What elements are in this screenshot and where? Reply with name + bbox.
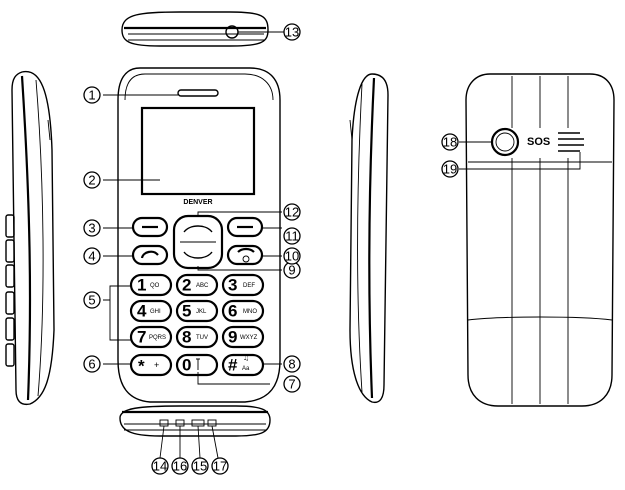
right-side-view (349, 73, 389, 404)
callout-13: 13 (283, 23, 301, 41)
svg-text:19: 19 (443, 162, 457, 177)
callout-5: 5 (83, 291, 101, 309)
svg-text:4: 4 (88, 249, 95, 264)
svg-text:WXYZ: WXYZ (240, 335, 258, 341)
svg-text:2: 2 (182, 276, 191, 295)
svg-text:*: * (138, 357, 145, 376)
front-view: DENVER 1 QO 2 ABC (103, 67, 282, 403)
key-1[interactable]: 1 QO (129, 273, 173, 297)
bottom-view (119, 405, 271, 459)
call-key[interactable] (131, 244, 169, 266)
key-7[interactable]: 7 PQRS (129, 325, 173, 349)
key-5[interactable]: 5 JKL (175, 299, 219, 323)
key-9[interactable]: 9 WXYZ (221, 325, 265, 349)
key-8[interactable]: 8 TUV (175, 325, 219, 349)
keypad: 1 QO 2 ABC 3 DEF 4 GHI 5 JKL (129, 273, 265, 377)
left-side-view (5, 70, 55, 406)
svg-text:DEF: DEF (243, 283, 255, 289)
callouts: 1 2 3 4 5 6 7 8 9 10 11 12 13 14 16 15 1… (83, 23, 459, 475)
svg-text:5: 5 (88, 293, 95, 308)
earpiece (177, 89, 219, 97)
key-2[interactable]: 2 ABC (175, 273, 219, 297)
svg-text:1: 1 (137, 276, 146, 295)
callout-3: 3 (83, 219, 101, 237)
svg-text:3: 3 (88, 221, 95, 236)
flashlight-icon (196, 358, 200, 370)
callout-4: 4 (83, 247, 101, 265)
svg-text:8: 8 (288, 357, 295, 372)
callout-17: 17 (211, 457, 229, 475)
key-0[interactable]: 0 (175, 353, 219, 377)
svg-text:9: 9 (288, 263, 295, 278)
svg-text:17: 17 (213, 459, 227, 474)
svg-text:15: 15 (193, 459, 207, 474)
callout-2: 2 (83, 171, 101, 189)
callout-10: 10 (283, 247, 301, 265)
svg-text:PQRS: PQRS (149, 335, 166, 341)
svg-text:JKL: JKL (196, 309, 207, 315)
svg-text:11: 11 (285, 229, 299, 244)
callout-12: 12 (283, 203, 301, 221)
callout-15: 15 (191, 457, 209, 475)
svg-text:8: 8 (182, 328, 191, 347)
svg-text:6: 6 (88, 357, 95, 372)
key-3[interactable]: 3 DEF (221, 273, 265, 297)
call-icon (140, 250, 159, 259)
brand-label: DENVER (183, 199, 212, 206)
key-star[interactable]: * + (129, 353, 173, 377)
svg-text:13: 13 (285, 25, 299, 40)
speaker-grille (558, 132, 584, 152)
callout-11: 11 (283, 227, 301, 245)
back-view: SOS (459, 73, 615, 407)
callout-14: 14 (151, 457, 169, 475)
svg-text:18: 18 (443, 135, 457, 150)
callout-7: 7 (283, 375, 301, 393)
music-note-icon: ♫ (243, 354, 249, 362)
svg-text:16: 16 (173, 459, 187, 474)
svg-text:9: 9 (228, 328, 237, 347)
callout-8: 8 (283, 355, 301, 373)
key-4[interactable]: 4 GHI (129, 299, 173, 323)
display-screen (140, 106, 256, 196)
svg-text:MNO: MNO (243, 309, 257, 315)
svg-text:10: 10 (285, 249, 299, 264)
callout-19: 19 (441, 160, 459, 178)
svg-text:7: 7 (137, 328, 146, 347)
callout-16: 16 (171, 457, 189, 475)
right-soft-key[interactable] (226, 216, 264, 238)
svg-text:#: # (228, 356, 238, 375)
svg-text:TUV: TUV (196, 335, 208, 341)
end-call-icon (237, 247, 255, 253)
svg-text:2: 2 (88, 173, 95, 188)
svg-text:3: 3 (228, 276, 237, 295)
sos-label: SOS (527, 136, 550, 148)
end-key[interactable] (226, 244, 264, 266)
svg-text:6: 6 (228, 302, 237, 321)
svg-text:7: 7 (288, 377, 295, 392)
key-hash[interactable]: # Aa ♫ (221, 353, 265, 377)
svg-text:1: 1 (88, 88, 95, 103)
key-6[interactable]: 6 MNO (221, 299, 265, 323)
svg-text:12: 12 (285, 205, 299, 220)
callout-18: 18 (441, 133, 459, 151)
svg-text:GHI: GHI (150, 309, 161, 315)
svg-text:+: + (154, 360, 159, 370)
left-soft-key[interactable] (131, 216, 169, 238)
svg-text:4: 4 (137, 302, 147, 321)
callout-1: 1 (83, 86, 101, 104)
svg-text:QO: QO (150, 283, 160, 289)
svg-text:14: 14 (153, 459, 167, 474)
svg-text:ABC: ABC (196, 283, 209, 289)
top-view (121, 11, 284, 47)
svg-text:Aa: Aa (242, 366, 250, 372)
callout-6: 6 (83, 355, 101, 373)
svg-text:5: 5 (182, 302, 191, 321)
svg-text:0: 0 (182, 356, 191, 375)
